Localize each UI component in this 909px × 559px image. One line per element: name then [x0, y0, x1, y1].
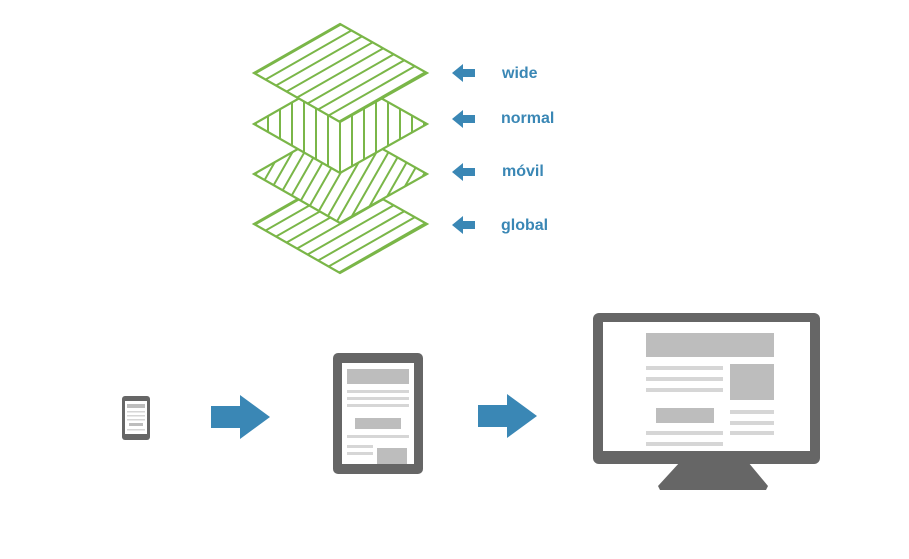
- hatch-line: [132, 104, 212, 244]
- hatch-line: [254, 24, 427, 122]
- hatch-line: [200, 0, 480, 9]
- hatch-line: [144, 104, 224, 244]
- layer-label-text: normal: [501, 110, 554, 127]
- layer-label-global: global: [452, 216, 548, 234]
- left-arrow-icon: [452, 216, 475, 234]
- left-arrow-icon: [452, 110, 475, 128]
- hatch-line: [254, 125, 261, 223]
- hatch-line: [254, 175, 427, 273]
- right-arrow-icon: [478, 394, 537, 438]
- hatch-line: [254, 179, 427, 273]
- tablet-icon: [333, 353, 423, 474]
- layer-labels: wide normal móvil global: [452, 64, 554, 234]
- hatch-line: [254, 24, 427, 118]
- left-arrow-icon: [452, 163, 475, 181]
- hatch-line: [254, 24, 427, 122]
- hatch-line: [254, 175, 427, 273]
- hatch-line: [200, 0, 480, 21]
- hatch-line: [254, 215, 427, 273]
- hatch-line: [254, 28, 427, 122]
- phone-icon: [122, 396, 150, 440]
- hatch-line: [254, 24, 427, 122]
- layer-label-text: wide: [501, 65, 538, 82]
- layer-label-text: global: [501, 217, 548, 234]
- right-arrow-icon: [211, 395, 270, 439]
- left-arrow-icon: [452, 64, 475, 82]
- hatch-line: [156, 104, 236, 244]
- hatch-line: [254, 24, 427, 122]
- layer-label-movil: móvil: [452, 163, 544, 181]
- hatch-line: [254, 203, 427, 273]
- hatch-line: [254, 24, 427, 122]
- layer-label-text: móvil: [502, 163, 544, 180]
- layer-label-wide: wide: [452, 64, 538, 82]
- layer-wide: [200, 0, 480, 124]
- hatch-line: [168, 104, 248, 244]
- layer-label-normal: normal: [452, 110, 554, 128]
- desktop-monitor-icon: [593, 313, 820, 490]
